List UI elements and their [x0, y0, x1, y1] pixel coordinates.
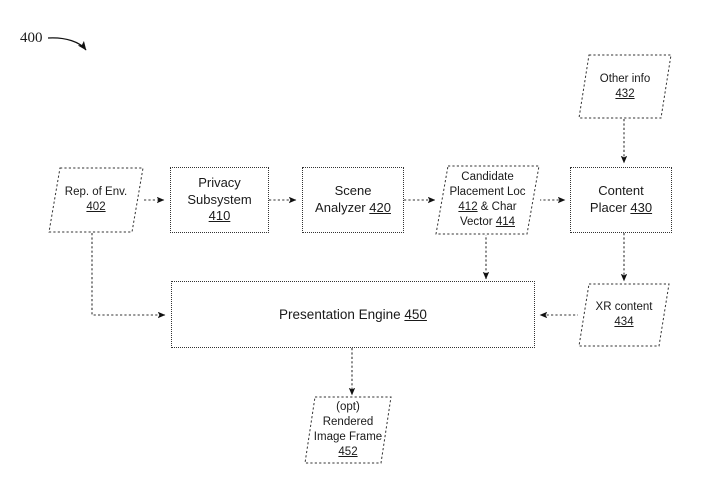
content-placer-line2: Placer	[589, 200, 627, 215]
other-info-ref: 432	[615, 87, 635, 100]
scene-analyzer-line2: Analyzer	[315, 200, 366, 215]
node-rendered-image-frame[interactable]: (opt) Rendered Image Frame 452	[304, 396, 392, 464]
candidate-mid: & Char	[480, 201, 517, 213]
content-placer-ref: 430	[630, 200, 653, 215]
candidate-ref2: 414	[495, 215, 515, 228]
parallelogram-outline	[578, 54, 672, 119]
node-other-info[interactable]: Other info 432	[578, 54, 672, 119]
figure-number-label: 400	[20, 30, 43, 46]
rendered-frame-line2: Rendered	[322, 416, 374, 429]
rendered-frame-line1: (opt)	[336, 401, 360, 414]
node-content-placer[interactable]: Content Placer 430	[570, 167, 672, 233]
privacy-subsystem-line2: Subsystem	[187, 191, 252, 207]
xr-content-label: XR content	[595, 301, 653, 314]
rep-of-env-label: Rep. of Env.	[64, 186, 128, 199]
privacy-subsystem-line1: Privacy	[198, 174, 241, 190]
parallelogram-outline	[435, 165, 540, 235]
rendered-frame-ref: 452	[338, 445, 358, 458]
candidate-line3: Vector	[460, 215, 493, 228]
node-candidate-placement-loc[interactable]: Candidate Placement Loc 412 & Char Vecto…	[435, 165, 540, 235]
node-xr-content[interactable]: XR content 434	[578, 283, 670, 347]
parallelogram-outline	[578, 283, 670, 347]
parallelogram-outline	[304, 396, 392, 464]
content-placer-line1: Content	[598, 183, 644, 199]
node-rep-of-env[interactable]: Rep. of Env. 402	[48, 167, 144, 233]
rendered-frame-line3: Image Frame	[313, 431, 383, 443]
rep-of-env-ref: 402	[86, 201, 106, 213]
figure-pointer-arrow	[47, 37, 87, 51]
scene-analyzer-line1: Scene	[334, 183, 372, 199]
scene-analyzer-ref: 420	[369, 200, 391, 215]
other-info-label: Other info	[599, 72, 651, 85]
node-presentation-engine[interactable]: Presentation Engine 450	[171, 281, 535, 348]
presentation-engine-ref: 450	[404, 306, 427, 322]
parallelogram-outline	[48, 167, 144, 233]
candidate-line2: Placement Loc	[449, 186, 526, 199]
connector-rep-to-presentation-engine	[91, 233, 166, 319]
node-scene-analyzer[interactable]: Scene Analyzer 420	[302, 167, 404, 233]
candidate-ref1: 412	[458, 201, 478, 213]
presentation-engine-label: Presentation Engine	[279, 306, 401, 322]
privacy-subsystem-ref: 410	[208, 208, 231, 224]
xr-content-ref: 434	[614, 316, 634, 328]
node-privacy-subsystem[interactable]: Privacy Subsystem 410	[170, 167, 269, 233]
candidate-line1: Candidate	[461, 171, 514, 184]
